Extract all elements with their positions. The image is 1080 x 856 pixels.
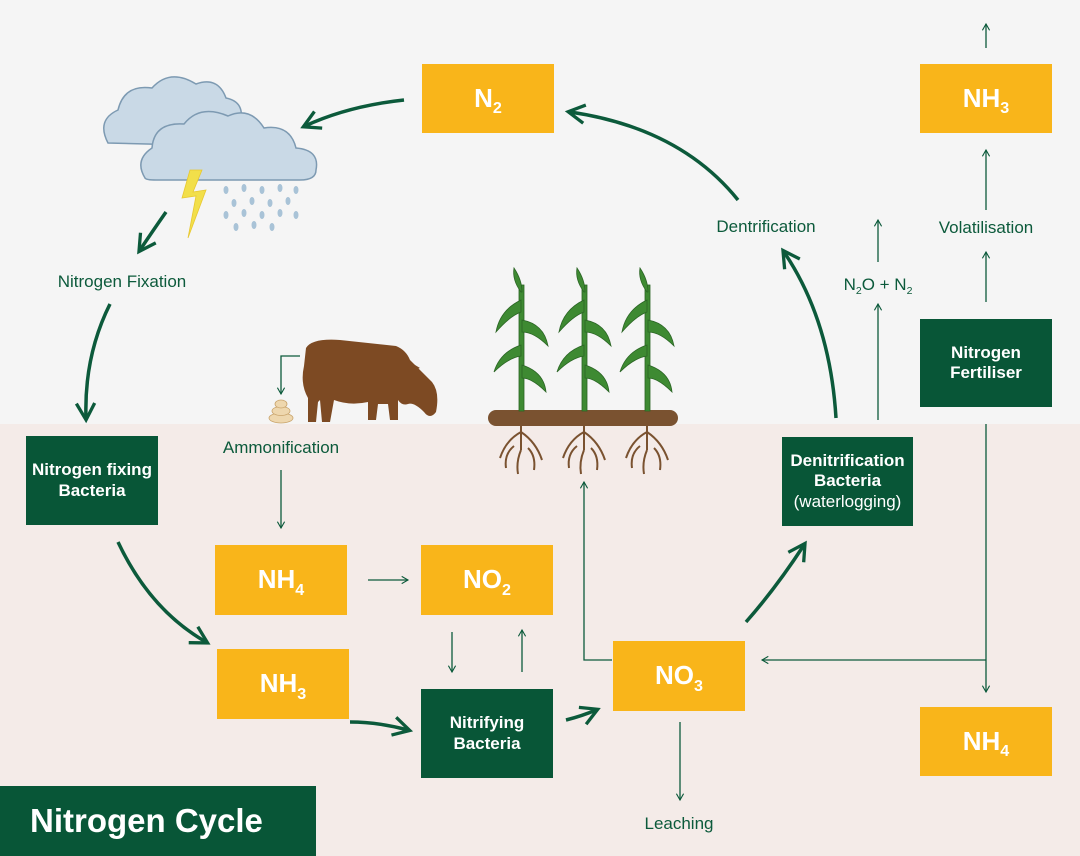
page-title: Nitrogen Cycle	[0, 786, 316, 856]
no3-box: NO3	[613, 641, 745, 711]
n2o-n2-label: N2O + N2	[843, 275, 913, 297]
cow-icon	[302, 339, 438, 422]
arrow-dentrification-to-n2	[564, 103, 740, 202]
corn-plant-icon	[493, 266, 675, 412]
arrow-no3-to-denitrification	[744, 540, 807, 624]
arrow-cow-to-manure	[276, 355, 300, 396]
no2-box: NO2	[421, 545, 553, 615]
manure-icon	[268, 399, 294, 424]
denitrification-bacteria-box: Denitrification Bacteria (waterlogging)	[782, 437, 913, 526]
n2-top-box: N2	[422, 64, 554, 133]
nh4-left-box: NH4	[215, 545, 347, 615]
nitrogen-fertiliser-box: Nitrogen Fertiliser	[920, 319, 1052, 407]
nh3-left-box: NH3	[217, 649, 349, 719]
arrow-fixation-to-bacteria	[74, 303, 112, 424]
arrow-no3-to-plants	[579, 480, 612, 661]
soil-strip	[488, 410, 678, 426]
nh3-top-box: NH3	[920, 64, 1052, 133]
roots-icon	[499, 426, 669, 475]
dentrification-label: Dentrification	[716, 217, 816, 236]
rain-icon	[223, 184, 299, 231]
volatilisation-label: Volatilisation	[938, 218, 1034, 237]
leaching-label: Leaching	[644, 814, 714, 833]
nh4-right-box: NH4	[920, 707, 1052, 776]
nitrogen-fixation-label: Nitrogen Fixation	[57, 272, 187, 291]
arrow-cloud-to-fixation	[137, 210, 168, 255]
arrow-bacteria-to-nh3	[116, 541, 211, 645]
lightning-icon	[181, 169, 207, 239]
arrow-nitrifying-to-no3	[565, 705, 601, 726]
nitrifying-bacteria-box: Nitrifying Bacteria	[421, 689, 553, 778]
arrow-n2-to-cloud	[300, 98, 405, 130]
cloud-icon	[103, 76, 318, 181]
arrow-denitrification-to-dentrification	[781, 247, 838, 419]
arrow-nh3-to-nitrifying	[349, 716, 414, 737]
ammonification-label: Ammonification	[222, 438, 340, 457]
nitrogen-fixing-bacteria-box: Nitrogen fixing Bacteria	[26, 436, 158, 525]
